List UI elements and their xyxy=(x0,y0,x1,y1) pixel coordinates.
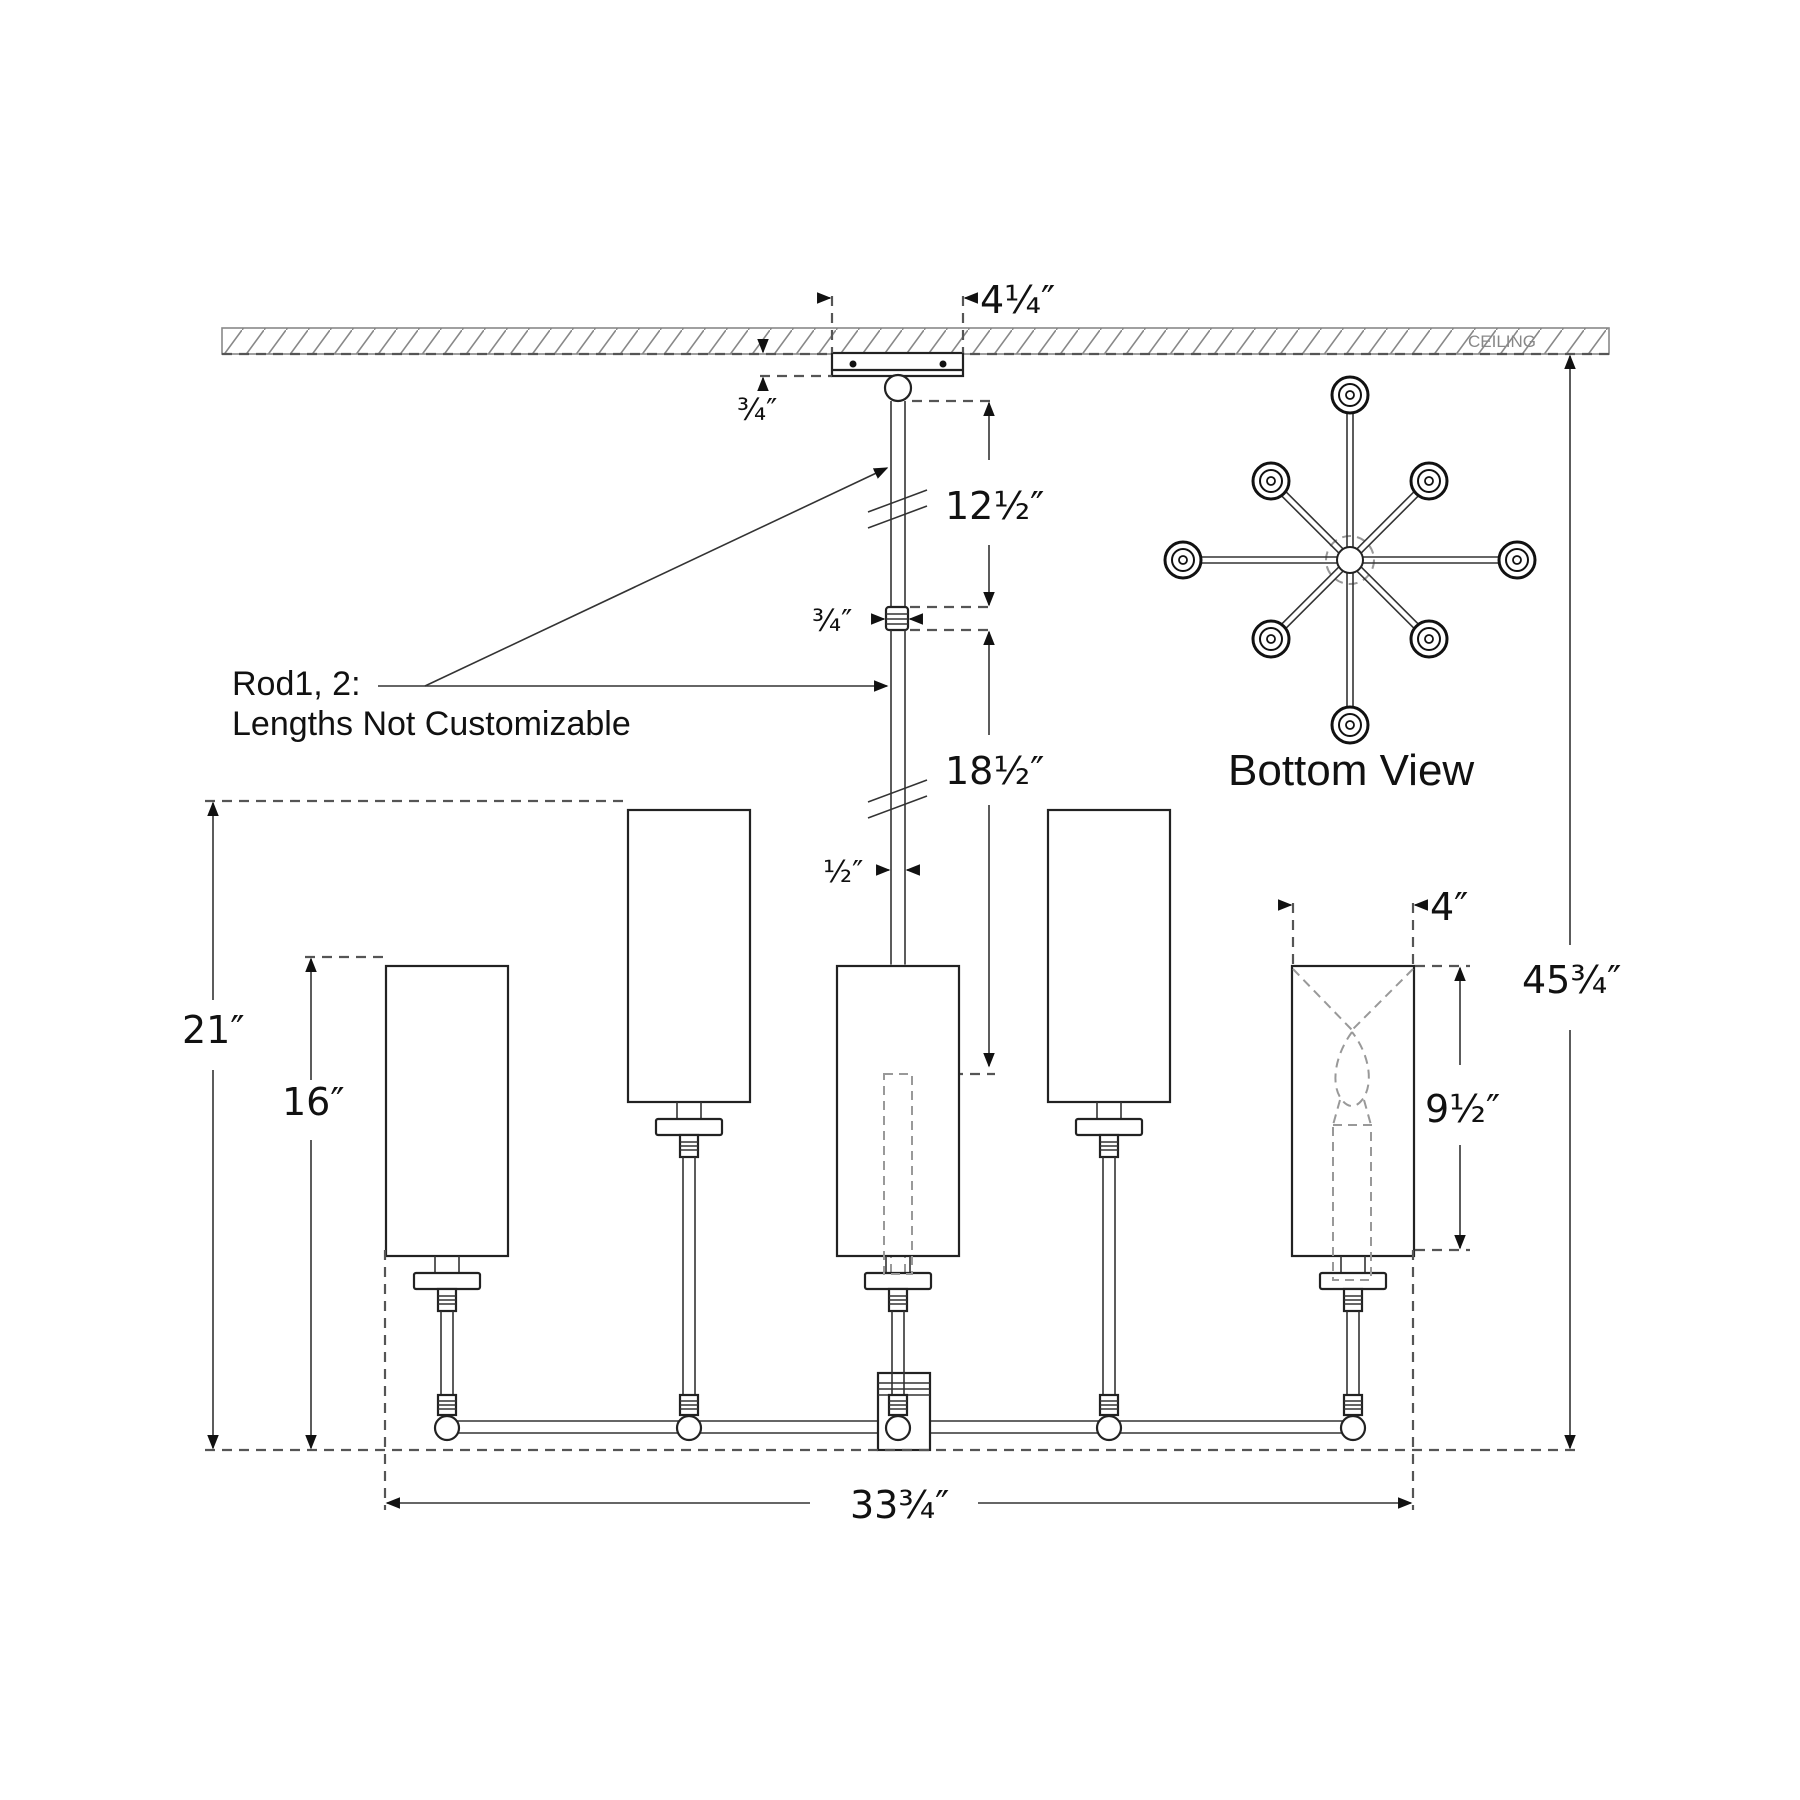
rod-1-length-dimension: 12½″ xyxy=(912,399,1044,607)
rod-1 xyxy=(867,401,928,612)
light-arms xyxy=(384,808,1416,1442)
ball-joint xyxy=(884,1414,912,1442)
overall-width-dimension: 33¾″ xyxy=(383,1250,1415,1527)
canopy-height-dimension: ¾″ xyxy=(737,339,832,428)
bottom-view-hub xyxy=(1336,546,1364,574)
coupler-height-label: ¾″ xyxy=(812,604,852,639)
ceiling: CEILING xyxy=(221,327,1610,356)
light-5 xyxy=(1290,964,1416,1442)
center-hidden-socket xyxy=(883,1073,913,1275)
lamp-shade xyxy=(384,964,510,1258)
ball-joint xyxy=(1095,1414,1123,1442)
bobeche xyxy=(863,1271,933,1291)
lamp-shade xyxy=(1046,808,1172,1104)
shade-height-label: 9½″ xyxy=(1425,1087,1500,1131)
rod-diameter-dimension: ½″ xyxy=(823,855,920,890)
bottom-view-light xyxy=(1330,375,1370,415)
note-line-1: Rod1, 2: xyxy=(232,665,361,703)
shade-width-dimension: 4″ xyxy=(1278,885,1468,966)
bottom-view-canopy xyxy=(1325,535,1375,585)
bulb-hidden-detail xyxy=(1292,968,1414,1281)
rod-1-length-label: 12½″ xyxy=(945,484,1044,528)
light-1 xyxy=(384,964,510,1442)
lamp-shade xyxy=(835,964,961,1258)
ball-joint xyxy=(1339,1414,1367,1442)
light-2 xyxy=(626,808,752,1442)
ceiling-label: CEILING xyxy=(1468,332,1536,351)
lamp-shade xyxy=(1290,964,1416,1258)
overall-width-label: 33¾″ xyxy=(850,1483,949,1527)
bottom-view-label: Bottom View xyxy=(1228,746,1474,795)
bottom-view: Bottom View xyxy=(1163,375,1537,795)
light-4 xyxy=(1046,808,1172,1442)
note-line-2: Lengths Not Customizable xyxy=(232,705,631,743)
canopy-width-label: 4¼″ xyxy=(980,278,1055,322)
ball-joint xyxy=(433,1414,461,1442)
shade-height-dimension: 9½″ xyxy=(1415,964,1500,1252)
light-3 xyxy=(835,964,961,1442)
fixture-height-tall-dimension: 21″ xyxy=(182,799,627,1450)
fixture-height-short-label: 16″ xyxy=(282,1080,345,1124)
bobeche xyxy=(412,1271,482,1291)
overall-height-label: 45¾″ xyxy=(1522,958,1621,1002)
shade-width-label: 4″ xyxy=(1430,885,1468,929)
fixture-height-tall-label: 21″ xyxy=(182,1008,245,1052)
bottom-view-light xyxy=(1163,540,1203,580)
ball-joint xyxy=(675,1414,703,1442)
fixture-height-short-dimension: 16″ xyxy=(282,955,385,1450)
lamp-shade xyxy=(626,808,752,1104)
rod-note: Rod1, 2: Lengths Not Customizable xyxy=(232,467,889,743)
coupler-dimension: ¾″ xyxy=(812,604,995,639)
canopy-width-dimension: 4¼″ xyxy=(817,278,1055,353)
bottom-view-light xyxy=(1330,705,1370,745)
bottom-view-light xyxy=(1409,461,1449,501)
rod-diameter-label: ½″ xyxy=(823,855,863,890)
bobeche xyxy=(654,1117,724,1137)
rod-coupler xyxy=(884,605,910,632)
canopy xyxy=(830,351,965,403)
rod-2-length-label: 18½″ xyxy=(945,749,1044,793)
bobeche xyxy=(1074,1117,1144,1137)
bottom-view-light xyxy=(1409,619,1449,659)
bottom-view-light xyxy=(1497,540,1537,580)
overall-height-dimension: 45¾″ xyxy=(1522,354,1621,1450)
bottom-view-light xyxy=(1251,461,1291,501)
canopy-height-label: ¾″ xyxy=(737,393,777,428)
bottom-view-light xyxy=(1251,619,1291,659)
